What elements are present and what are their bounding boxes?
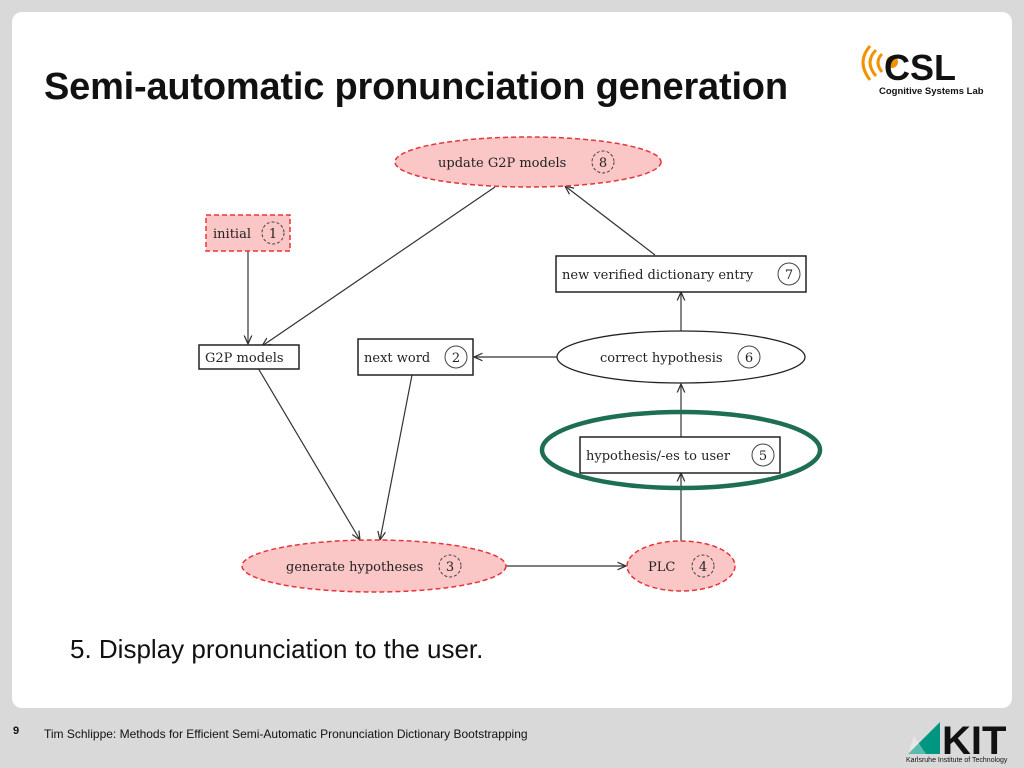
- node-generate-hypotheses: generate hypotheses 3: [241, 539, 507, 593]
- kit-subtitle: Karlsruhe Institute of Technology: [906, 757, 1008, 764]
- node-correct-hypothesis: correct hypothesis 6: [556, 330, 806, 384]
- node-update-g2p-number: 8: [599, 156, 607, 171]
- kit-fan-icon: [908, 722, 940, 754]
- node-generate-hypotheses-label: generate hypotheses: [286, 560, 423, 575]
- node-update-g2p-label: update G2P models: [438, 156, 566, 171]
- csl-mark: CSL: [884, 47, 956, 88]
- node-plc: PLC 4: [626, 540, 736, 592]
- page-number: 9: [13, 725, 20, 737]
- node-initial-label: initial: [213, 227, 251, 242]
- node-initial-number: 1: [269, 227, 277, 242]
- node-new-verified-entry: new verified dictionary entry 7: [555, 255, 807, 293]
- csl-dot-icon: [886, 56, 898, 68]
- node-new-verified-entry-number: 7: [785, 268, 793, 283]
- node-hypotheses-to-user-number: 5: [759, 449, 767, 464]
- node-next-word: next word 2: [357, 338, 474, 376]
- node-plc-number: 4: [699, 560, 707, 575]
- edge-g2p-to-generate: [257, 367, 360, 540]
- slide-caption: 5. Display pronunciation to the user.: [70, 634, 484, 664]
- edge-update-to-g2p: [262, 186, 496, 346]
- node-next-word-label: next word: [364, 351, 430, 366]
- footer-text: Tim Schlippe: Methods for Efficient Semi…: [44, 727, 528, 741]
- edge-entry-to-update: [565, 186, 656, 256]
- node-new-verified-entry-label: new verified dictionary entry: [562, 268, 754, 283]
- node-correct-hypothesis-label: correct hypothesis: [600, 351, 723, 366]
- focus-ring: [539, 409, 823, 491]
- kit-logo: KIT: [908, 719, 1006, 763]
- csl-wave-icon: [861, 45, 884, 81]
- node-correct-hypothesis-number: 6: [745, 351, 753, 366]
- kit-mark: KIT: [942, 719, 1006, 763]
- node-generate-hypotheses-number: 3: [446, 560, 454, 575]
- csl-subtitle: Cognitive Systems Lab: [879, 86, 984, 97]
- csl-logo: CSL: [861, 45, 956, 88]
- node-initial: initial 1: [205, 214, 291, 252]
- edge-nextword-to-generate: [380, 374, 413, 540]
- node-hypotheses-to-user-label: hypothesis/-es to user: [586, 449, 731, 464]
- node-g2p-models: G2P models: [198, 344, 300, 370]
- node-g2p-models-label: G2P models: [205, 351, 284, 366]
- node-update-g2p: update G2P models 8: [394, 136, 662, 188]
- node-hypotheses-to-user: hypothesis/-es to user 5: [579, 436, 781, 474]
- node-next-word-number: 2: [452, 351, 460, 366]
- slide-background: [12, 12, 1012, 708]
- slide-title: Semi-automatic pronunciation generation: [44, 66, 788, 108]
- node-plc-label: PLC: [648, 560, 675, 575]
